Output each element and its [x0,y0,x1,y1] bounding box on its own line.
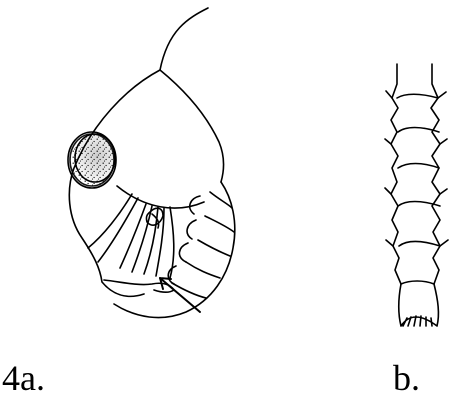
copepod-drawing-a [68,8,235,318]
eye-shade [75,134,115,182]
front-head-outline [160,70,223,182]
arrow-icon [160,278,200,312]
panel-label-a: 4a. [2,360,45,396]
copepod-drawing-b [385,64,448,326]
dorsal-spine [160,8,208,70]
tail-fan [399,284,439,326]
panel-label-b: b. [393,360,420,396]
